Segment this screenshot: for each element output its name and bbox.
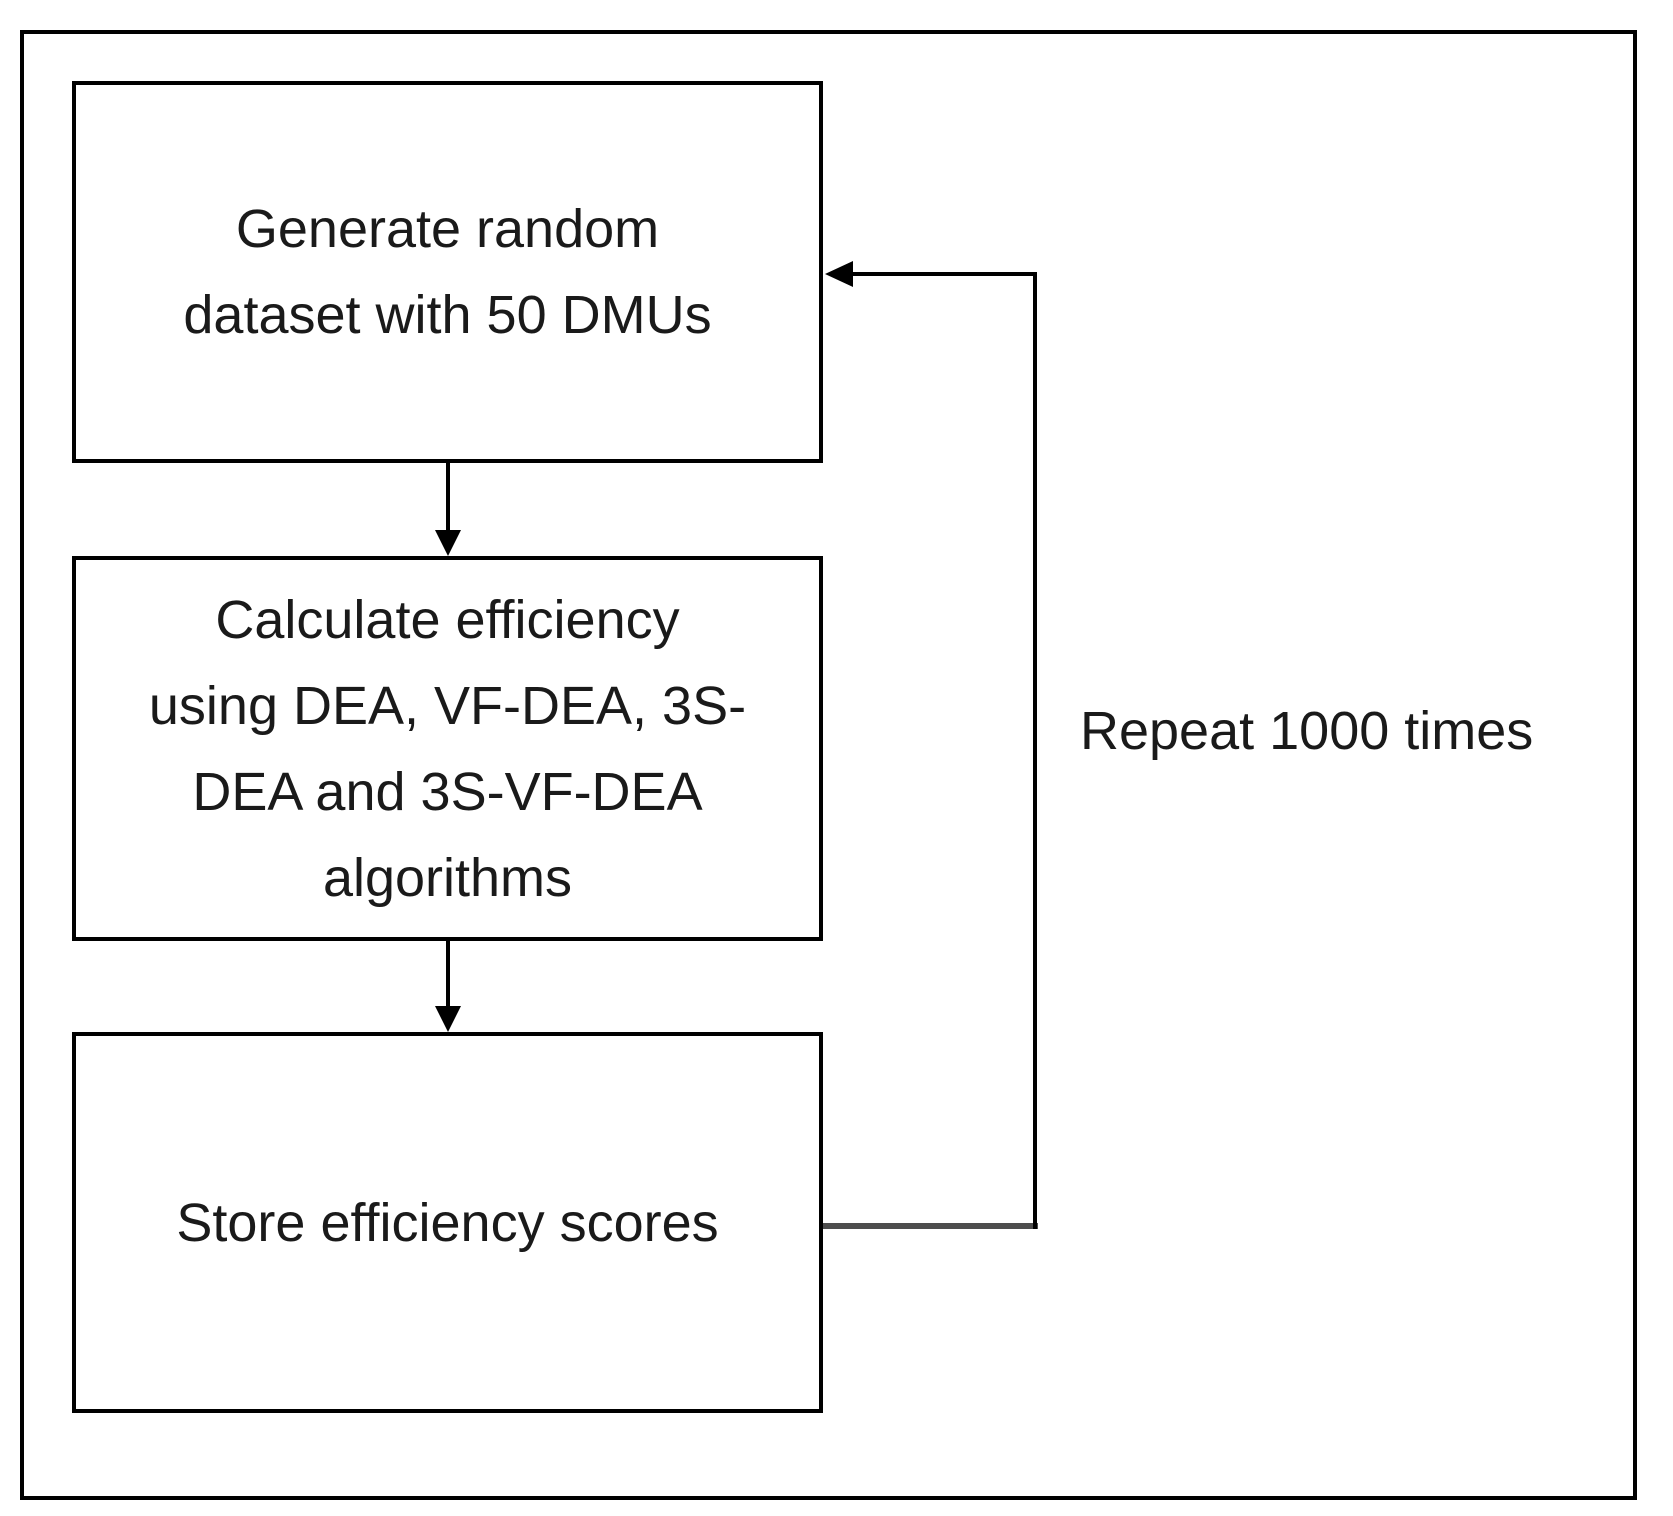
box-store-scores: Store efficiency scores <box>72 1032 823 1413</box>
box-generate-dataset: Generate random dataset with 50 DMUs <box>72 81 823 463</box>
box-generate-dataset-label: Generate random dataset with 50 DMUs <box>183 199 712 345</box>
box-calculate-efficiency-label: Calculate efficiency using DEA, VF-DEA, … <box>148 589 747 908</box>
box-calculate-efficiency: Calculate efficiency using DEA, VF-DEA, … <box>72 556 823 941</box>
box-store-scores-label: Store efficiency scores <box>176 1192 719 1253</box>
loop-label: Repeat 1000 times <box>1080 701 1534 761</box>
